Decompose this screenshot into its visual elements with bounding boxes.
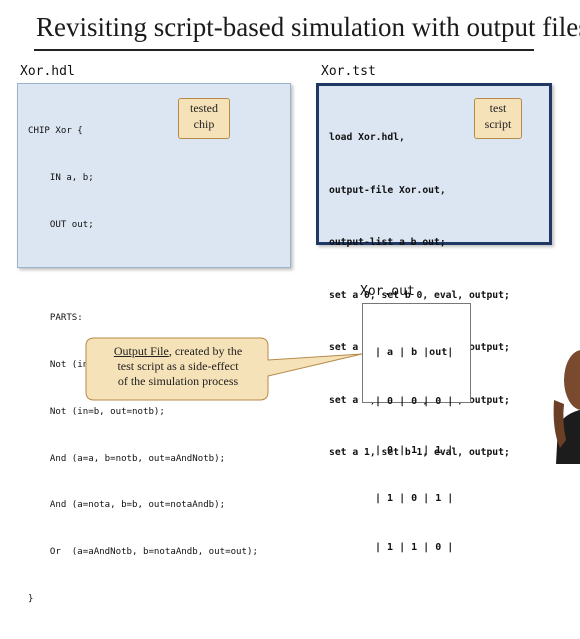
code-line: Or (a=aAndNotb, b=notaAndb, out=out); bbox=[28, 547, 258, 558]
code-line: IN a, b; bbox=[28, 172, 94, 183]
test-script-callout: test script bbox=[474, 98, 522, 139]
code-line: output-file Xor.out, bbox=[329, 184, 446, 196]
presenter-image bbox=[553, 350, 580, 464]
callout-text: chip bbox=[193, 117, 215, 131]
out-file-panel: | a | b |out| | 0 | 0 | 0 | | 0 | 1 | 1 … bbox=[362, 303, 471, 553]
code-line: load Xor.hdl, bbox=[329, 132, 405, 143]
output-file-term: Output File bbox=[113, 344, 169, 358]
out-file-label: Xor.out bbox=[360, 284, 415, 299]
hdl-code-panel: CHIP Xor { IN a, b; OUT out; ​ PARTS: No… bbox=[17, 83, 291, 604]
callout-text: test bbox=[489, 101, 507, 115]
callout-text: of the simulation process bbox=[117, 374, 239, 388]
code-line: PARTS: bbox=[28, 313, 83, 324]
callout-text: , created by the bbox=[168, 344, 243, 358]
tst-file-label: Xor.tst bbox=[321, 64, 376, 79]
hdl-file-label: Xor.hdl bbox=[20, 64, 75, 79]
out-row: | 1 | 0 | 1 | bbox=[375, 493, 454, 505]
callout-text: test script as a side-effect bbox=[117, 359, 239, 373]
callout-text: script bbox=[484, 117, 512, 131]
code-line: CHIP Xor { bbox=[28, 126, 83, 137]
code-line: And (a=a, b=notb, out=aAndNotb); bbox=[28, 453, 226, 464]
code-line: set a 1, set b 1, eval, output; bbox=[329, 447, 510, 458]
code-line: OUT out; bbox=[28, 219, 94, 230]
output-file-callout-shape bbox=[85, 337, 363, 401]
code-line: ​ bbox=[28, 265, 258, 281]
code-line: output-list a b out; bbox=[329, 237, 446, 248]
out-row: | 0 | 0 | 0 | bbox=[375, 396, 454, 408]
code-line: And (a=nota, b=b, out=notaAndb); bbox=[28, 500, 226, 511]
out-table: | a | b |out| | 0 | 0 | 0 | | 0 | 1 | 1 … bbox=[375, 313, 453, 588]
out-row: | 0 | 1 | 1 | bbox=[375, 444, 454, 456]
title-divider bbox=[34, 49, 534, 51]
out-row: | 1 | 1 | 0 | bbox=[375, 541, 454, 553]
code-line: } bbox=[28, 594, 34, 604]
code-line: set a 0, set b 0, eval, output; bbox=[329, 289, 510, 301]
tested-chip-callout: tested chip bbox=[178, 98, 230, 139]
callout-text: tested bbox=[190, 101, 218, 115]
slide-title: Revisiting script-based simulation with … bbox=[36, 12, 580, 42]
code-line: Not (in=b, out=notb); bbox=[28, 406, 165, 417]
output-file-callout: Output File, created by the test script … bbox=[90, 344, 266, 389]
out-row: | a | b |out| bbox=[375, 347, 454, 359]
